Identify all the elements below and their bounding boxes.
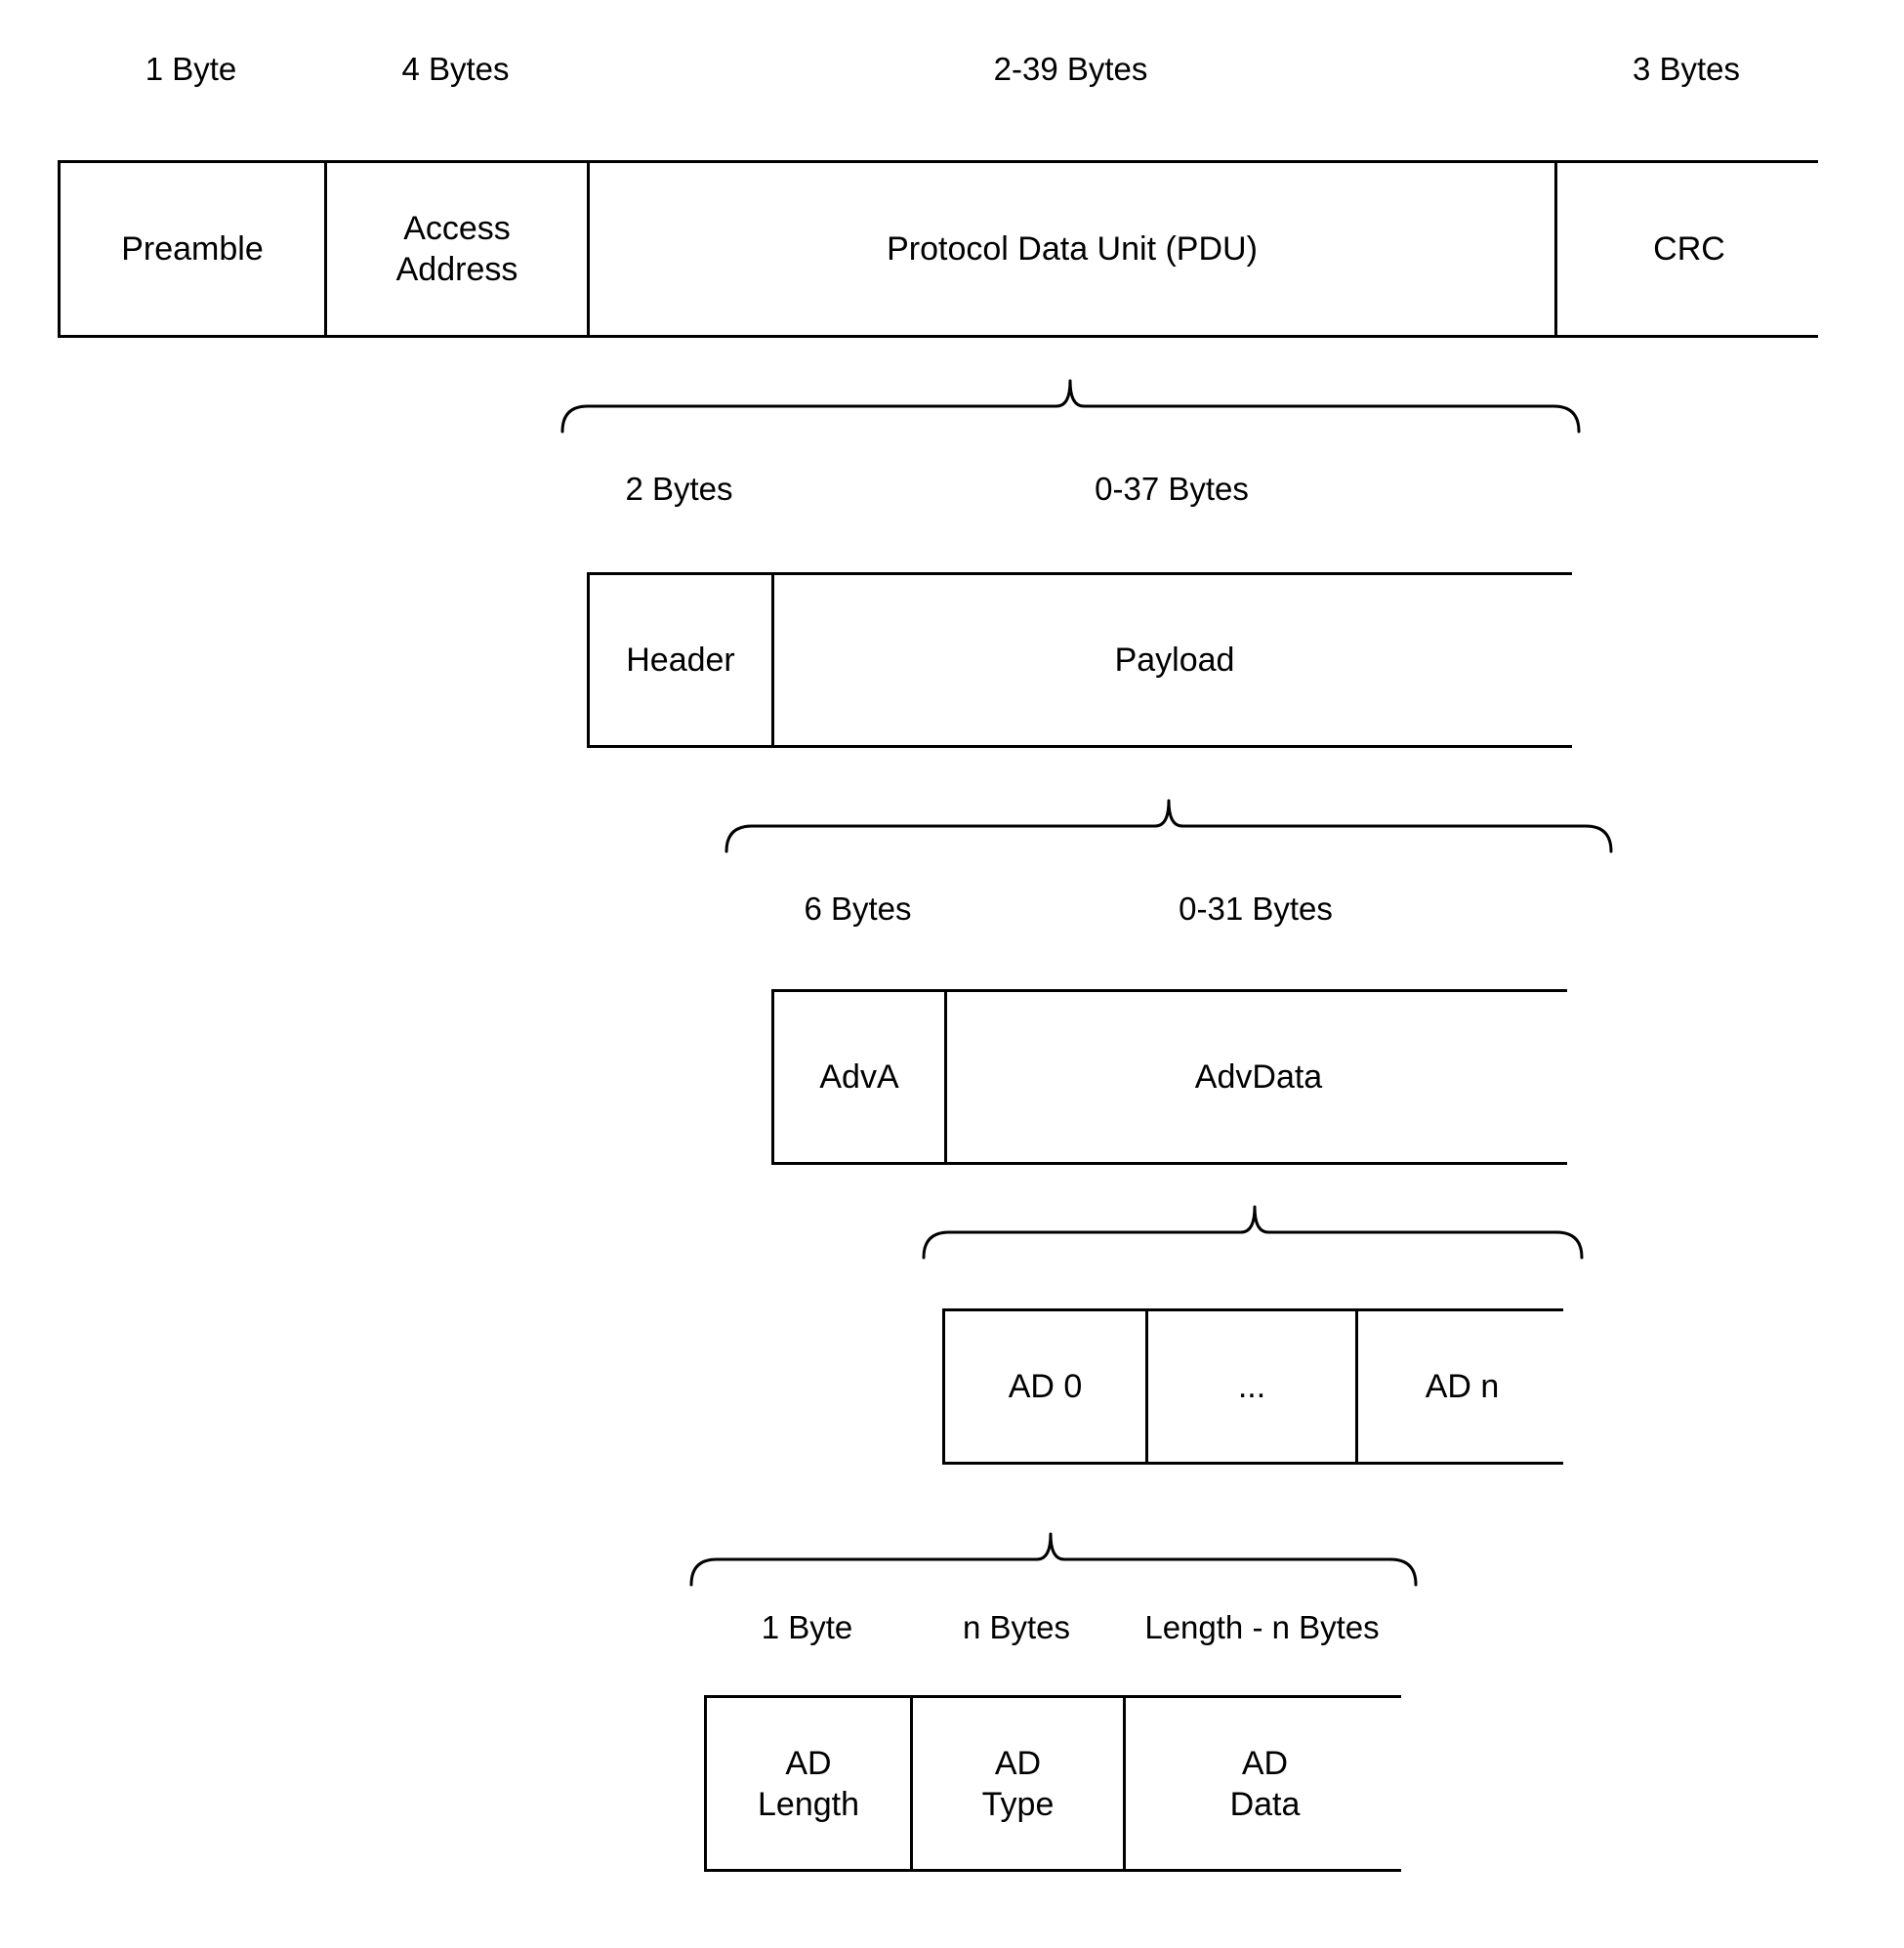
size-label-ad-structure-1: n Bytes: [962, 1609, 1071, 1645]
field-cell-pdu-1: Payload: [774, 575, 1575, 745]
size-label-link-layer-packet-3: 3 Bytes: [1632, 51, 1741, 87]
size-label-payload-0: 6 Bytes: [804, 891, 912, 927]
advdata-brace: [924, 1207, 1582, 1258]
field-cell-link-layer-packet-1: Access Address: [327, 163, 590, 335]
pdu-brace: [562, 381, 1579, 432]
field-cell-link-layer-packet-3: CRC: [1557, 163, 1821, 335]
field-cell-advdata-0: AD 0: [945, 1311, 1148, 1462]
field-cell-payload-1: AdvData: [947, 992, 1570, 1162]
field-cell-link-layer-packet-0: Preamble: [61, 163, 327, 335]
size-label-link-layer-packet-1: 4 Bytes: [401, 51, 510, 87]
field-cell-ad-structure-2: AD Data: [1126, 1698, 1404, 1869]
size-label-ad-structure-0: 1 Byte: [761, 1609, 853, 1645]
payload-brace: [726, 801, 1611, 851]
field-row-advdata: AD 0...AD n: [942, 1308, 1566, 1465]
field-cell-pdu-0: Header: [590, 575, 774, 745]
field-cell-ad-structure-1: AD Type: [913, 1698, 1126, 1869]
field-cell-ad-structure-0: AD Length: [707, 1698, 913, 1869]
field-cell-link-layer-packet-2: Protocol Data Unit (PDU): [590, 163, 1557, 335]
ad-brace: [691, 1534, 1416, 1585]
field-cell-advdata-2: AD n: [1358, 1311, 1566, 1462]
size-label-link-layer-packet-2: 2-39 Bytes: [993, 51, 1148, 87]
size-label-link-layer-packet-0: 1 Byte: [145, 51, 237, 87]
size-label-pdu-0: 2 Bytes: [625, 471, 733, 507]
size-label-pdu-1: 0-37 Bytes: [1095, 471, 1249, 507]
size-label-ad-structure-2: Length - n Bytes: [1144, 1609, 1380, 1645]
field-cell-payload-0: AdvA: [774, 992, 947, 1162]
field-cell-advdata-1: ...: [1148, 1311, 1358, 1462]
size-label-payload-1: 0-31 Bytes: [1179, 891, 1333, 927]
